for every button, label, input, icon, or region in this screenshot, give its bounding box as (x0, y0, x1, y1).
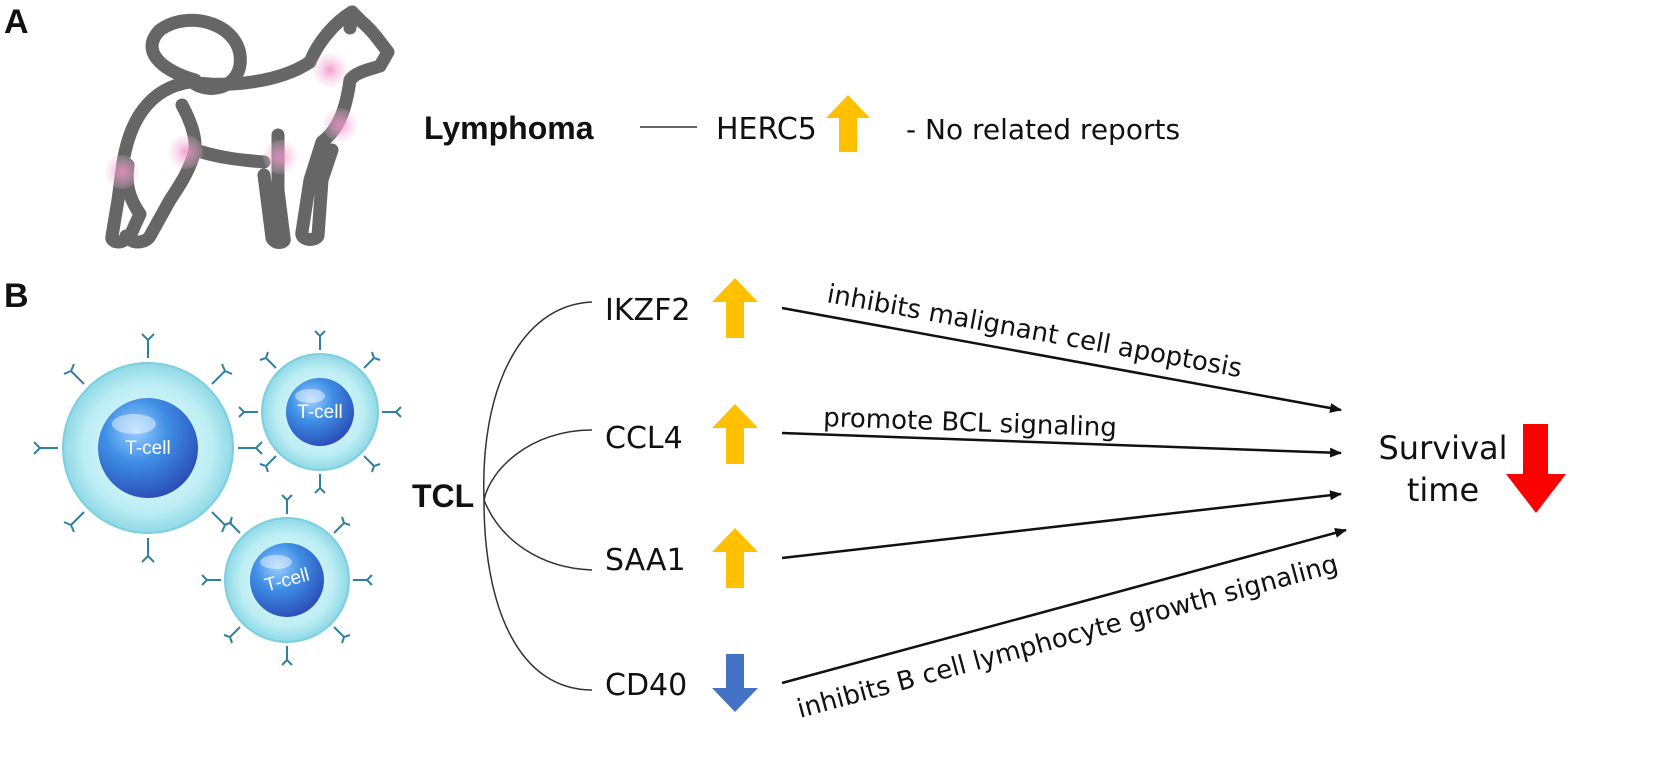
t-cell-icon: T-cell (33, 333, 263, 563)
panel-b-label: B (4, 277, 29, 315)
ikzf2-effect-arrow (781, 306, 1342, 413)
survival-time-label: time (1407, 471, 1479, 509)
saa1-effect-arrow (781, 490, 1342, 560)
gene-saa1-label: SAA1 (605, 543, 686, 578)
t-cell-icon: T-cell (201, 494, 373, 666)
lymphoma-label: Lymphoma (424, 110, 594, 146)
t-cell-label: T-cell (125, 438, 170, 459)
no-reports-note: - No related reports (906, 113, 1180, 146)
gene-cd40-label: CD40 (605, 668, 687, 703)
t-cell-icon: T-cell (238, 330, 402, 494)
lymph-node-icon (263, 140, 297, 174)
gene-ikzf2-label: IKZF2 (605, 293, 690, 328)
lymph-node-icon (105, 155, 139, 189)
survival-label: Survival (1378, 429, 1507, 467)
down-arrow-icon (712, 654, 758, 712)
down-arrow-icon (1506, 424, 1566, 513)
cd40-effect-arrow (781, 528, 1347, 685)
panel-a-label: A (4, 3, 29, 41)
tcl-label: TCL (412, 478, 474, 514)
up-arrow-icon (826, 95, 870, 152)
up-arrow-icon (712, 278, 758, 338)
lymph-node-icon (323, 108, 357, 142)
lymph-node-icon (169, 135, 203, 169)
lymph-node-icon (313, 53, 347, 87)
effect-b-cell-label: inhibits B cell lymphocyte growth signal… (794, 549, 1341, 725)
gene-ccl4-label: CCL4 (605, 421, 683, 456)
up-arrow-icon (712, 528, 758, 588)
t-cell-label: T-cell (297, 402, 342, 423)
lymph-node-markers (105, 53, 357, 189)
herc5-label: HERC5 (716, 112, 817, 147)
tcl-branch-lines (482, 301, 593, 691)
up-arrow-icon (712, 404, 758, 464)
effect-arrows (781, 306, 1347, 685)
ccl4-effect-arrow (781, 431, 1342, 458)
effect-apoptosis-label: inhibits malignant cell apoptosis (825, 279, 1245, 384)
